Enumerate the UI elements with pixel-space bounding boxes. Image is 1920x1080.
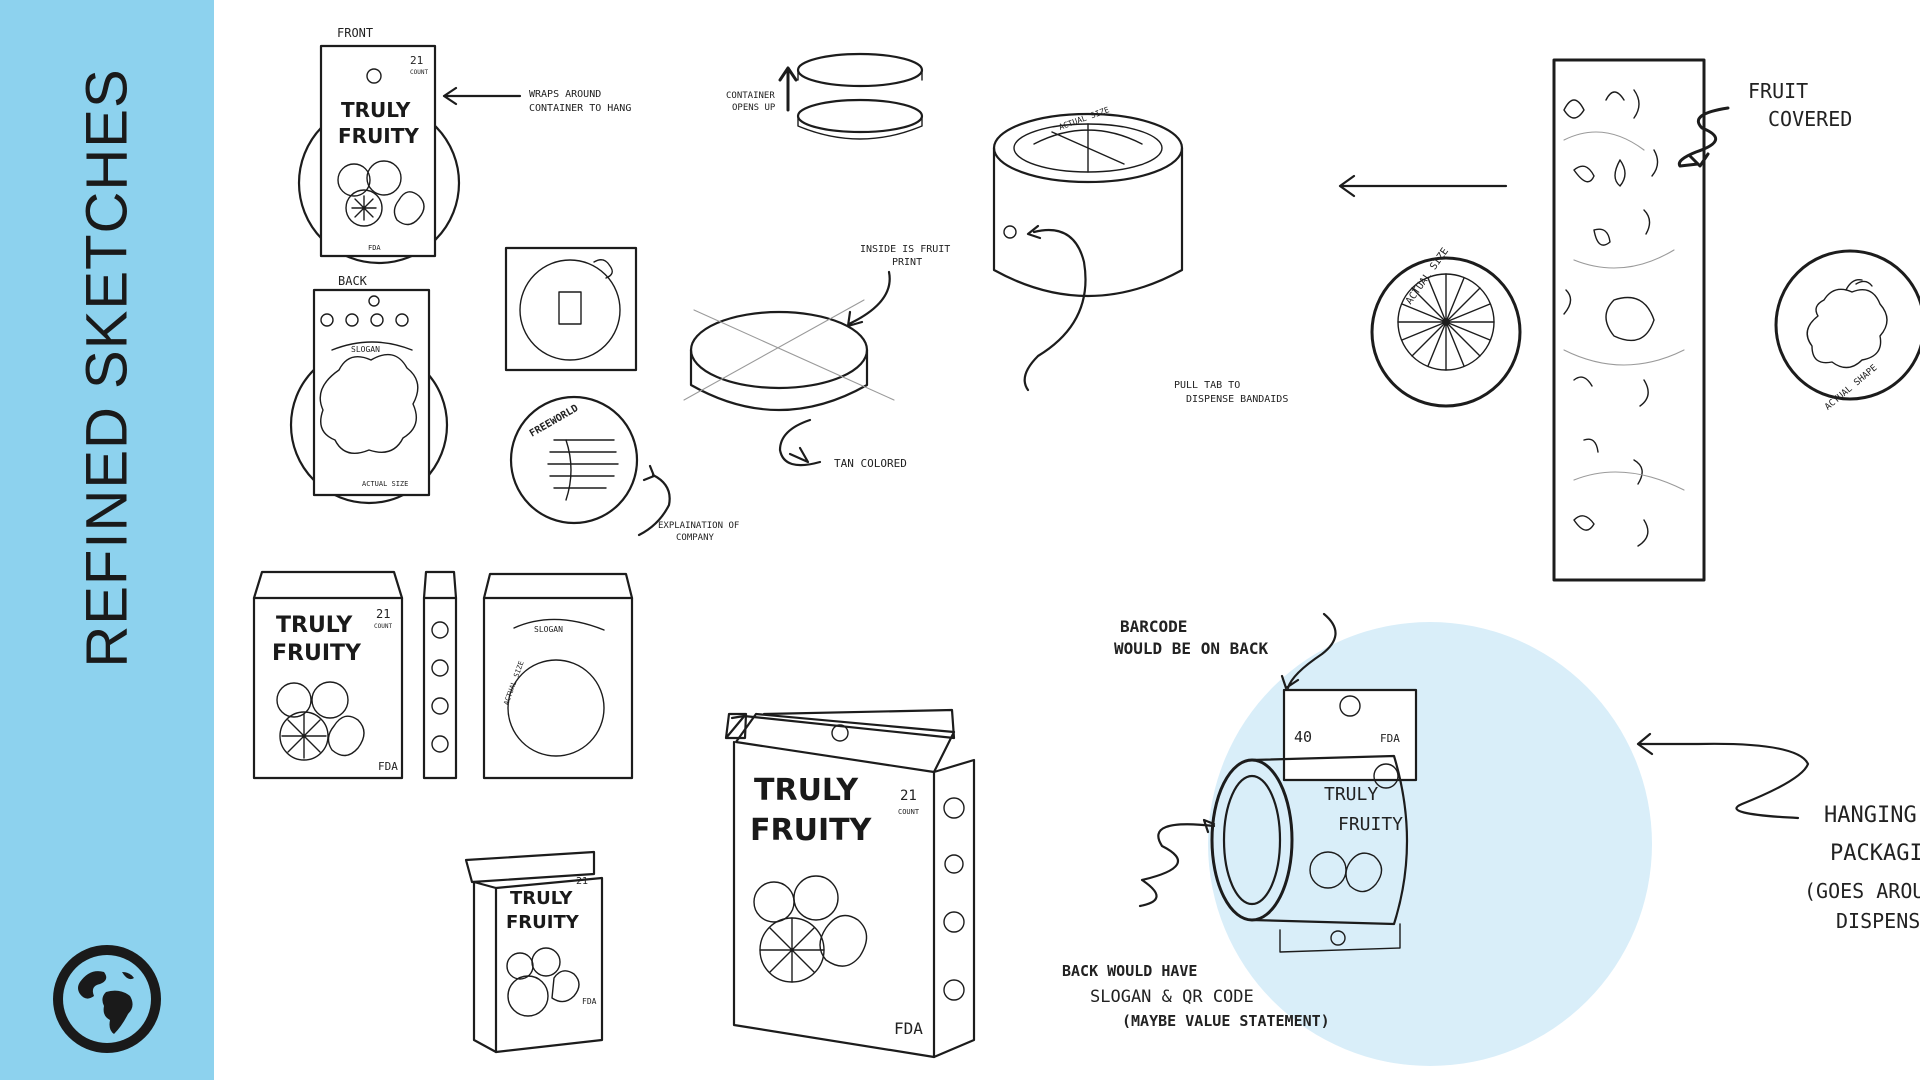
- explanation-line1: EXPLAINATION OF: [658, 521, 739, 531]
- wraps-around-annotation: WRAPS AROUND CONTAINER TO HANG: [442, 86, 631, 114]
- closed-box-fda: FDA: [894, 1019, 923, 1038]
- closed-box-3d-sketch: TRULY FRUITY 21 COUNT FDA: [724, 708, 976, 1059]
- back-hang-card-sketch: BACK SLOGAN ACTUAL SIZE: [289, 274, 449, 505]
- small-box-brand-line2: FRUITY: [506, 912, 580, 933]
- back-would-have-line3: (MAYBE VALUE STATEMENT): [1122, 1012, 1330, 1030]
- front-brand-line2: FRUITY: [338, 124, 419, 148]
- container-opens-line1: CONTAINER: [726, 91, 775, 101]
- back-would-have-line1: BACK WOULD HAVE: [1062, 962, 1197, 980]
- container-opens-line2: OPENS UP: [732, 103, 776, 113]
- inside-print-line1: INSIDE IS FRUIT: [860, 244, 950, 255]
- box-front-count-number: 21: [376, 607, 390, 621]
- front-hang-card-sketch: FRONT 21 COUNT TRULY FRUITY FDA: [297, 26, 461, 265]
- hanging-brand-line1: TRULY: [1324, 784, 1378, 805]
- wraps-around-line2: CONTAINER TO HANG: [529, 103, 631, 114]
- small-box-brand-line1: TRULY: [510, 888, 573, 909]
- box-front-fda: FDA: [378, 760, 398, 773]
- hanging-line2: PACKAGING: [1830, 841, 1920, 866]
- tan-colored: TAN COLORED: [834, 457, 907, 470]
- back-actual-size: ACTUAL SIZE: [362, 480, 408, 488]
- front-count-number: 21: [410, 54, 423, 67]
- freeworld-circle-sketch: FREEWORLD EXPLAINATION OF COMPANY: [509, 395, 739, 543]
- flat-box-front-sketch: TRULY FRUITY 21 COUNT FDA: [252, 570, 404, 780]
- box-front-brand-line2: FRUITY: [272, 641, 362, 666]
- closed-box-count-word: COUNT: [898, 808, 920, 816]
- actual-size-circle-sketch: ACTUAL SIZE: [1370, 246, 1522, 408]
- orange-actual-size: ACTUAL SIZE: [1404, 246, 1451, 307]
- fruit-covered-line2: COVERED: [1768, 107, 1852, 131]
- front-label: FRONT: [337, 26, 373, 40]
- hanging-fda: FDA: [1380, 732, 1400, 745]
- barcode-line1: BARCODE: [1120, 617, 1187, 636]
- front-fda: FDA: [368, 244, 381, 252]
- front-count-word: COUNT: [410, 69, 428, 76]
- back-would-have-line2: SLOGAN & QR CODE: [1090, 987, 1254, 1007]
- fruit-wrap-strip-sketch: [1552, 58, 1706, 582]
- fruit-covered-annotation: FRUIT COVERED: [1677, 79, 1852, 168]
- hanging-line1: HANGING: [1824, 803, 1917, 828]
- box-front-brand-line1: TRULY: [276, 613, 353, 638]
- pull-tab-line2: DISPENSE BANDAIDS: [1186, 394, 1288, 405]
- box-back-slogan: SLOGAN: [534, 625, 563, 634]
- small-box-fda: FDA: [582, 997, 597, 1006]
- square-tag-sketch: [504, 246, 638, 372]
- back-slogan: SLOGAN: [351, 345, 380, 354]
- cylinder-actual-size: ACTUAL SIZE: [1058, 105, 1111, 132]
- dispenser-cylinder-sketch: ACTUAL SIZE PULL TAB TO DISPENSE BANDAID…: [992, 105, 1288, 405]
- back-label: BACK: [338, 274, 368, 288]
- barcode-line2: WOULD BE ON BACK: [1114, 639, 1268, 658]
- freeworld-text: FREEWORLD: [528, 403, 580, 440]
- closed-box-count-number: 21: [900, 788, 917, 804]
- wraps-around-line1: WRAPS AROUND: [529, 89, 601, 100]
- wrap-to-cylinder-arrow: [1338, 174, 1508, 198]
- explanation-line2: COMPANY: [676, 533, 715, 543]
- actual-shape-text: ACTUAL SHAPE: [1823, 363, 1879, 412]
- hanging-packaging-sketch: BARCODE WOULD BE ON BACK 40 FDA TRULY FR…: [1062, 612, 1920, 1066]
- actual-shape-circle-sketch: ACTUAL SHAPE: [1774, 249, 1920, 413]
- box-front-count-word: COUNT: [374, 623, 392, 630]
- sketch-canvas: FRONT 21 COUNT TRULY FRUITY FDA WRAPS AR…: [252, 26, 1920, 1066]
- fruit-covered-line1: FRUIT: [1748, 79, 1808, 103]
- flat-box-back-sketch: SLOGAN ACTUAL SIZE: [482, 572, 634, 780]
- open-small-box-sketch: TRULY FRUITY 21 FDA: [464, 850, 604, 1054]
- small-box-count-number: 21: [576, 876, 588, 887]
- hanging-line3: (GOES AROUND): [1804, 879, 1920, 903]
- hanging-brand-line2: FRUITY: [1338, 814, 1403, 835]
- globe-icon: [53, 945, 161, 1053]
- pull-tab-line1: PULL TAB TO: [1174, 380, 1240, 391]
- flat-box-side-sketch: [422, 570, 458, 780]
- tan-lid-sketch: INSIDE IS FRUIT PRINT TAN COLORED: [683, 244, 950, 470]
- closed-box-brand-line1: TRULY: [754, 773, 859, 808]
- page-title: REFINED SKETCHES: [74, 68, 140, 668]
- box-back-actual-size: ACTUAL SIZE: [502, 660, 525, 706]
- container-lid-sketch: CONTAINER OPENS UP: [726, 52, 924, 140]
- sidebar-band: REFINED SKETCHES: [0, 0, 214, 1080]
- front-brand-line1: TRULY: [341, 98, 411, 122]
- hanging-line4: DISPENSER: [1836, 909, 1920, 933]
- closed-box-brand-line2: FRUITY: [750, 813, 873, 848]
- inside-print-line2: PRINT: [892, 257, 922, 268]
- hanging-count: 40: [1294, 728, 1312, 746]
